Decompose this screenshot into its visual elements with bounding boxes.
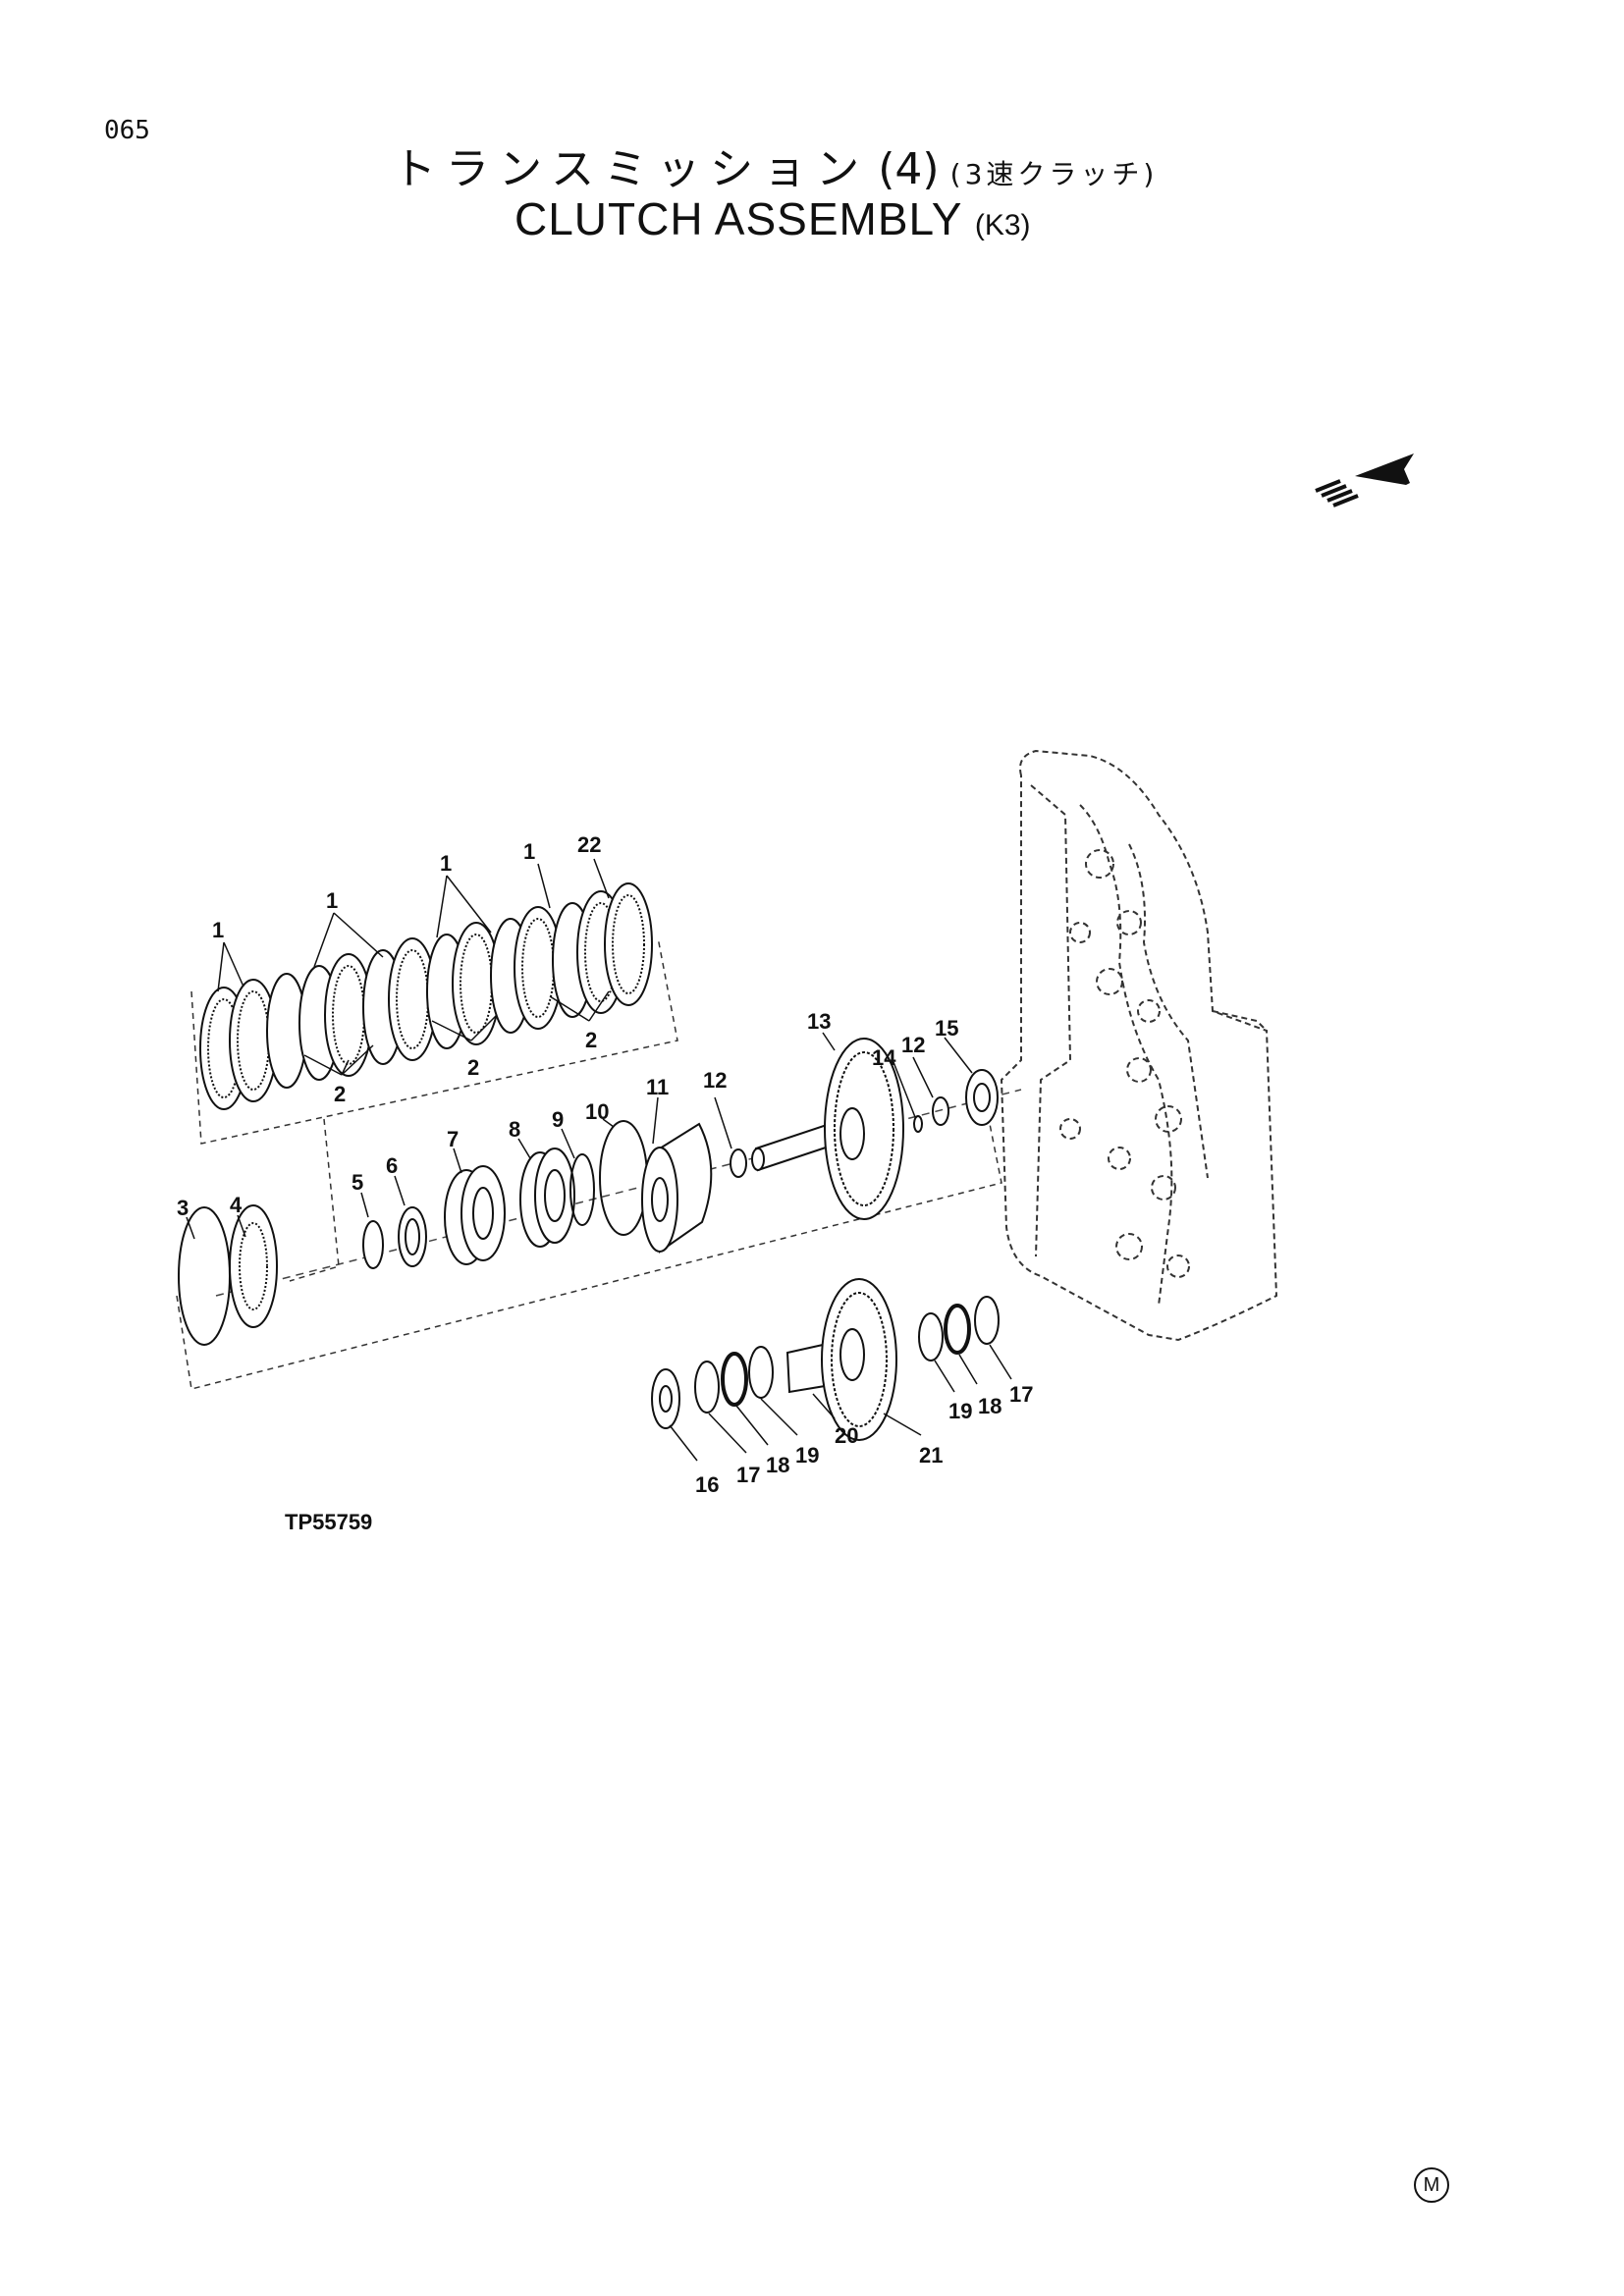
callout-1: 1 bbox=[523, 839, 535, 864]
callout-6: 6 bbox=[386, 1153, 398, 1178]
callout-8: 8 bbox=[509, 1117, 520, 1142]
transmission-housing bbox=[1000, 749, 1278, 1342]
corner-mark-icon: M bbox=[1414, 2167, 1449, 2203]
callout-5: 5 bbox=[352, 1170, 363, 1195]
callout-17: 17 bbox=[1009, 1382, 1033, 1407]
disc-group-bracket bbox=[190, 936, 678, 1145]
callout-7: 7 bbox=[447, 1127, 459, 1151]
callout-13: 13 bbox=[807, 1009, 831, 1034]
callout-20: 20 bbox=[835, 1423, 858, 1448]
callout-1: 1 bbox=[326, 888, 338, 913]
callout-9: 9 bbox=[552, 1107, 564, 1132]
page-number: 065 bbox=[104, 116, 150, 145]
figure-code: TP55759 bbox=[285, 1510, 373, 1534]
callout-14: 14 bbox=[872, 1045, 896, 1070]
clutch-disc-stack bbox=[199, 882, 653, 1110]
callout-11: 11 bbox=[646, 1075, 669, 1099]
callout-3: 3 bbox=[177, 1196, 189, 1220]
callout-12: 12 bbox=[703, 1068, 727, 1093]
callout-2: 2 bbox=[334, 1082, 346, 1106]
callout-19: 19 bbox=[948, 1399, 972, 1423]
callout-16: 16 bbox=[695, 1472, 719, 1497]
callout-15: 15 bbox=[935, 1016, 958, 1041]
leader-lines-upper bbox=[217, 858, 610, 1076]
title-english: CLUTCH ASSEMBLY (K3) bbox=[514, 192, 1031, 245]
shaft-gear-13 bbox=[751, 1038, 999, 1220]
callout-22: 22 bbox=[577, 832, 601, 857]
idler-gear-assembly bbox=[651, 1278, 1000, 1441]
title-jp-number: (4) bbox=[878, 144, 940, 194]
callout-1: 1 bbox=[440, 851, 452, 876]
callout-10: 10 bbox=[585, 1099, 609, 1124]
direction-arrow-icon bbox=[1315, 454, 1414, 507]
title-japanese: トランスミッション (4) (3速クラッチ) bbox=[393, 133, 1276, 196]
callout-2: 2 bbox=[585, 1028, 597, 1052]
callout-19: 19 bbox=[795, 1443, 819, 1468]
piston-group-bracket bbox=[176, 1108, 1002, 1390]
callout-18: 18 bbox=[766, 1453, 789, 1477]
callout-21: 21 bbox=[919, 1443, 943, 1468]
part-callouts: 1 1 1 1 22 2 2 2 3 4 5 6 7 8 9 10 11 12 … bbox=[177, 832, 1033, 1497]
callout-2: 2 bbox=[467, 1055, 479, 1080]
title-jp-sub: (3速クラッチ) bbox=[949, 158, 1159, 190]
title-en-sub: (K3) bbox=[974, 209, 1031, 241]
callout-12: 12 bbox=[901, 1033, 925, 1057]
title-jp-main: トランスミッション bbox=[393, 144, 870, 194]
title-en-main: CLUTCH ASSEMBLY bbox=[514, 193, 963, 244]
callout-18: 18 bbox=[978, 1394, 1001, 1418]
leader-lines-lower bbox=[186, 1032, 1012, 1462]
lower-parts bbox=[178, 1120, 747, 1346]
callout-17: 17 bbox=[736, 1463, 760, 1487]
callout-4: 4 bbox=[230, 1193, 243, 1217]
callout-1: 1 bbox=[212, 918, 224, 942]
